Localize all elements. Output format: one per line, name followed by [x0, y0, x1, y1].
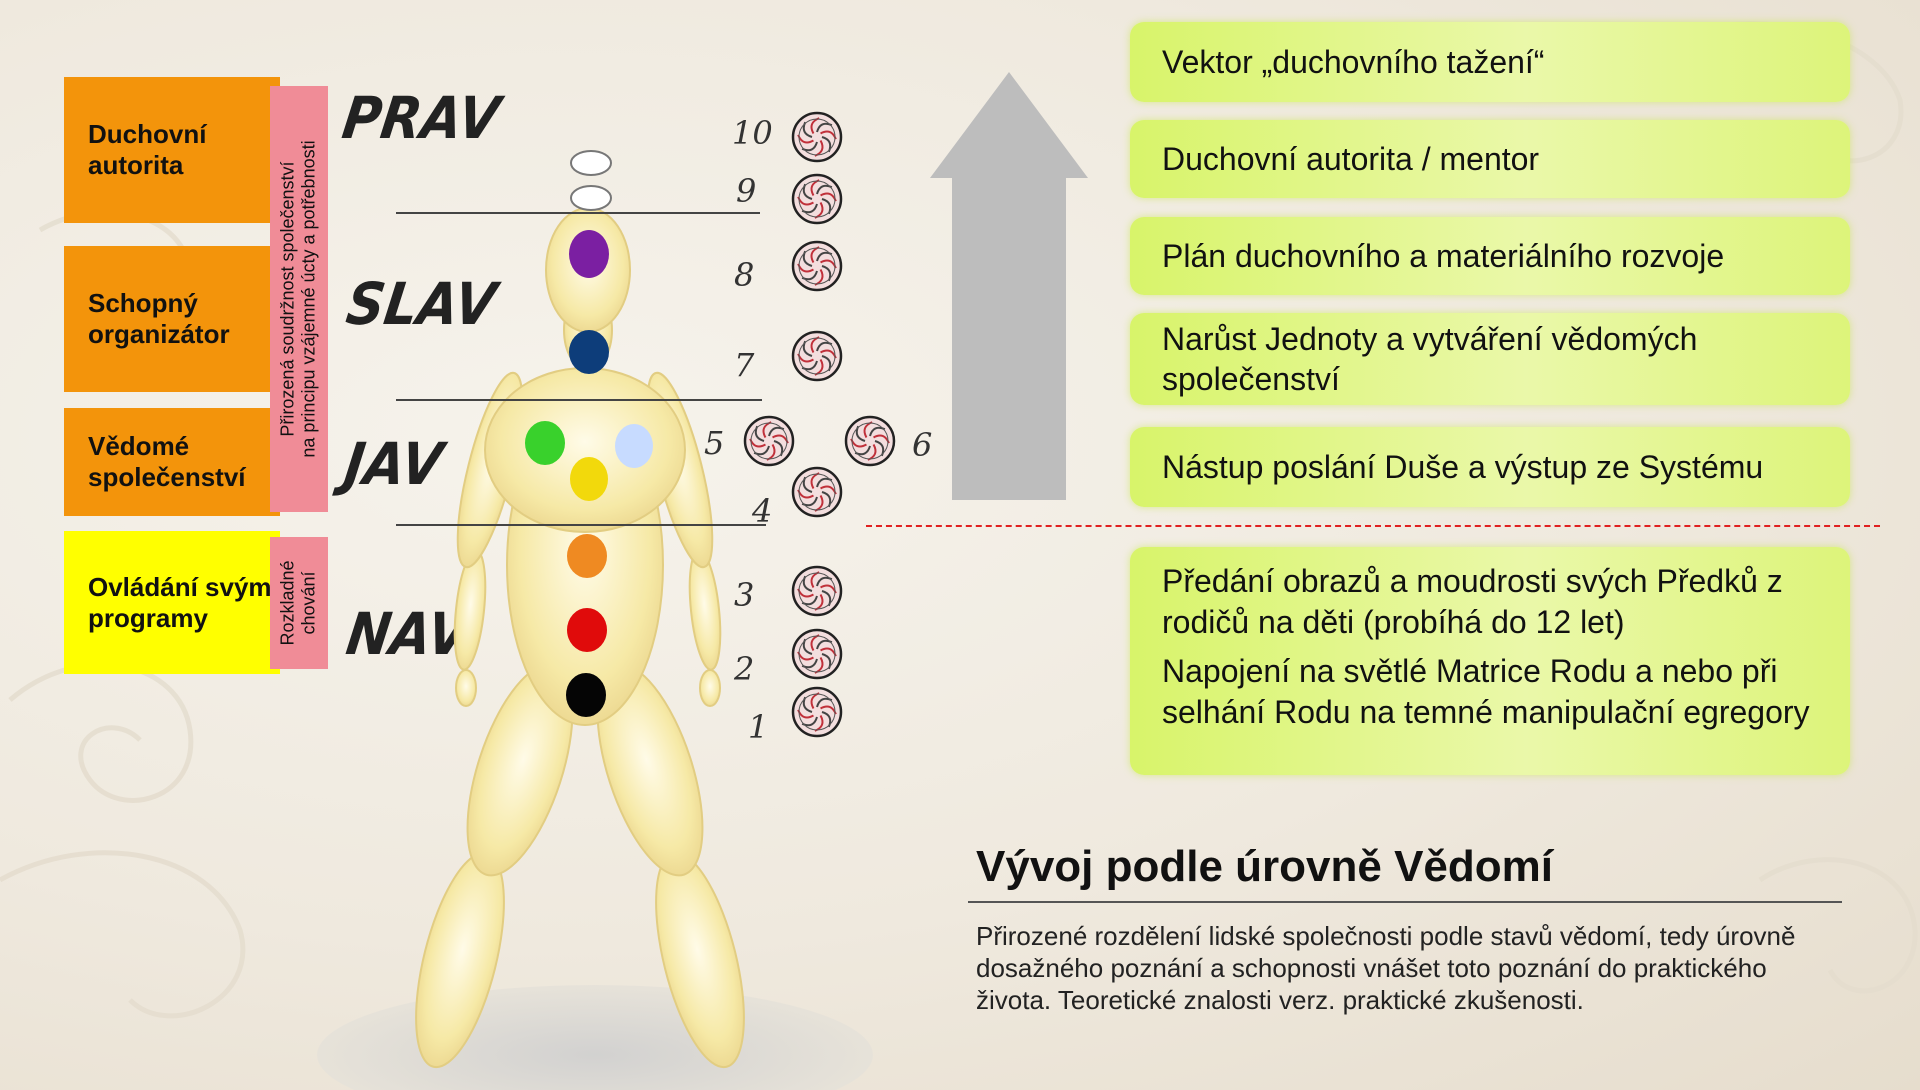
spiral-emblem: [791, 466, 843, 518]
red-dashed-divider: [866, 525, 1880, 527]
green-box-ancestors-text-2: Napojení na světlé Matrice Rodu a nebo p…: [1162, 653, 1810, 730]
spiral-emblem: [791, 565, 843, 617]
figure-chest: [484, 367, 686, 533]
green-box-mission: Nástup poslání Duše a výstup ze Systému: [1130, 427, 1850, 507]
figure-hand-left: [455, 669, 477, 707]
green-box-unity: Narůst Jednoty a vytváření vědomých spol…: [1130, 313, 1850, 405]
side-label-cohesion: Přirozená soudržnost společenství na pri…: [270, 86, 328, 512]
green-box-ancestors-text-1: Předání obrazů a moudrosti svých Předků …: [1162, 563, 1783, 640]
box-controlled-by-programs: Ovládání svými programy: [64, 531, 280, 674]
number-10: 10: [732, 114, 773, 152]
upward-arrow-shape: [930, 72, 1088, 500]
green-box-vector: Vektor „duchovního tažení“: [1130, 22, 1850, 102]
chakra-dot-solar-plexus: [570, 457, 608, 501]
green-box-plan: Plán duchovního a materiálního rozvoje: [1130, 217, 1850, 295]
number-5: 5: [704, 424, 725, 462]
green-box-ancestors: Předání obrazů a moudrosti svých Předků …: [1130, 547, 1850, 775]
spiral-emblem: [791, 686, 843, 738]
spiral-emblem: [844, 415, 896, 467]
number-3: 3: [734, 576, 755, 614]
spiral-emblem: [743, 415, 795, 467]
figure-hand-right: [699, 669, 721, 707]
chakra-dot-root: [566, 673, 606, 717]
box-capable-organizer-label: Schopný organizátor: [88, 288, 230, 349]
spiral-emblem: [791, 330, 843, 382]
title-underline: [968, 901, 1842, 903]
green-box-mission-text: Nástup poslání Duše a výstup ze Systému: [1162, 448, 1764, 485]
spiral-emblem: [791, 628, 843, 680]
crown-ring-upper: [570, 150, 612, 176]
chakra-dot-crown: [569, 230, 609, 278]
green-box-plan-text: Plán duchovního a materiálního rozvoje: [1162, 237, 1725, 274]
number-9: 9: [736, 172, 757, 210]
number-6: 6: [912, 426, 933, 464]
slide-description: Přirozené rozdělení lidské společnosti p…: [976, 921, 1796, 1015]
green-box-vector-text: Vektor „duchovního tažení“: [1162, 43, 1545, 80]
chakra-dot-heart-right: [615, 424, 653, 468]
spiral-emblem: [791, 111, 843, 163]
box-spiritual-authority: Duchovní autorita: [64, 77, 280, 223]
number-7: 7: [734, 346, 755, 384]
slide-title: Vývoj podle úrovně Vědomí: [976, 842, 1554, 891]
upward-arrow: [930, 72, 1088, 500]
green-box-mentor-text: Duchovní autorita / mentor: [1162, 140, 1540, 177]
crown-ring-lower: [570, 185, 612, 211]
spiral-emblem: [791, 173, 843, 225]
number-1: 1: [748, 708, 769, 746]
green-box-mentor: Duchovní autorita / mentor: [1130, 120, 1850, 198]
spiral-emblem: [791, 240, 843, 292]
box-capable-organizer: Schopný organizátor: [64, 246, 280, 392]
chakra-dot-heart-left: [525, 421, 565, 465]
box-conscious-community-label: Vědomé společenství: [88, 431, 246, 492]
green-box-unity-text: Narůst Jednoty a vytváření vědomých spol…: [1162, 321, 1698, 397]
number-4: 4: [752, 492, 773, 530]
chakra-dot-root-upper: [567, 608, 607, 652]
chakra-dot-third-eye: [569, 330, 609, 374]
box-controlled-by-programs-label: Ovládání svými programy: [88, 571, 279, 633]
side-label-destructive: Rozkladné chování: [270, 537, 328, 669]
box-conscious-community: Vědomé společenství: [64, 408, 280, 516]
box-spiritual-authority-label: Duchovní autorita: [88, 119, 207, 180]
number-8: 8: [734, 256, 755, 294]
chakra-dot-sacral: [567, 534, 607, 578]
ground-shadow: [317, 985, 873, 1090]
number-2: 2: [734, 650, 755, 688]
